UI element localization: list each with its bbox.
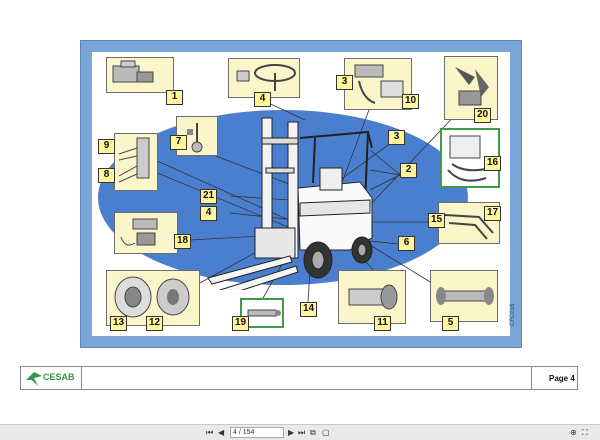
thumb-control-levers — [444, 56, 498, 120]
thumb-steering-axle — [430, 270, 498, 322]
callout-16: 16 — [484, 156, 501, 171]
thumb-electrical-plugs — [114, 212, 178, 254]
thumb-battery-documents — [106, 57, 174, 93]
viewer-toolbar: ⏮ ◀ 4 / 154 ▶ ⏭ ⧉ ▢ ⊕ ⛶ — [0, 424, 600, 440]
logo-text: CESAB — [43, 372, 75, 382]
cesab-logo: CESAB — [21, 367, 82, 389]
last-page-icon[interactable]: ⏭ — [298, 428, 306, 437]
forklift-illustration — [207, 117, 373, 290]
fit-page-icon[interactable]: ▢ — [322, 428, 330, 437]
document-page: 1 4 3 10 20 7 9 8 3 2 16 21 4 17 15 18 6… — [20, 40, 578, 390]
thumb-steering-wheel — [228, 58, 300, 98]
callout-5: 5 — [442, 316, 459, 331]
page-total: / 154 — [238, 429, 255, 436]
callout-3-mid: 3 — [388, 130, 405, 145]
thumb-wiring-harness — [114, 133, 158, 191]
callout-14: 14 — [300, 302, 317, 317]
first-page-icon[interactable]: ⏮ — [206, 428, 214, 437]
thumb-brake-lines — [438, 202, 500, 244]
page-number-input[interactable]: 4 / 154 — [230, 427, 284, 438]
callout-9: 9 — [98, 139, 115, 154]
cesab-logo-mark-icon — [26, 372, 42, 386]
zoom-icon[interactable]: ⊕ — [570, 428, 577, 437]
callout-2: 2 — [400, 163, 417, 178]
page-label: Page 4 — [549, 374, 575, 383]
callout-15: 15 — [428, 213, 445, 228]
callout-19: 19 — [232, 316, 249, 331]
previous-page-icon[interactable]: ◀ — [218, 428, 225, 437]
footer-divider — [531, 367, 532, 389]
callout-20: 20 — [474, 108, 491, 123]
fullscreen-icon[interactable]: ⛶ — [582, 428, 588, 437]
callout-6: 6 — [398, 236, 415, 251]
callout-7: 7 — [170, 135, 187, 150]
page-number-value: 4 — [233, 429, 237, 436]
callout-17: 17 — [484, 206, 501, 221]
callout-3-top: 3 — [336, 75, 353, 90]
callout-18: 18 — [174, 234, 191, 249]
callout-4-mid: 4 — [200, 206, 217, 221]
callout-1: 1 — [166, 90, 183, 105]
next-page-icon[interactable]: ▶ — [288, 428, 295, 437]
copy-icon[interactable]: ⧉ — [310, 428, 316, 437]
callout-12: 12 — [146, 316, 163, 331]
figure-code: CFC016 — [510, 303, 516, 326]
callout-8: 8 — [98, 168, 115, 183]
callout-4-top: 4 — [254, 92, 271, 107]
thumb-axle-cylinder — [338, 270, 406, 324]
page-footer: CESAB Page 4 — [20, 366, 578, 390]
callout-21: 21 — [200, 189, 217, 204]
callout-10: 10 — [402, 94, 419, 109]
callout-11: 11 — [374, 316, 391, 331]
thumb-hydraulic-valve — [344, 58, 412, 110]
callout-13: 13 — [110, 316, 127, 331]
